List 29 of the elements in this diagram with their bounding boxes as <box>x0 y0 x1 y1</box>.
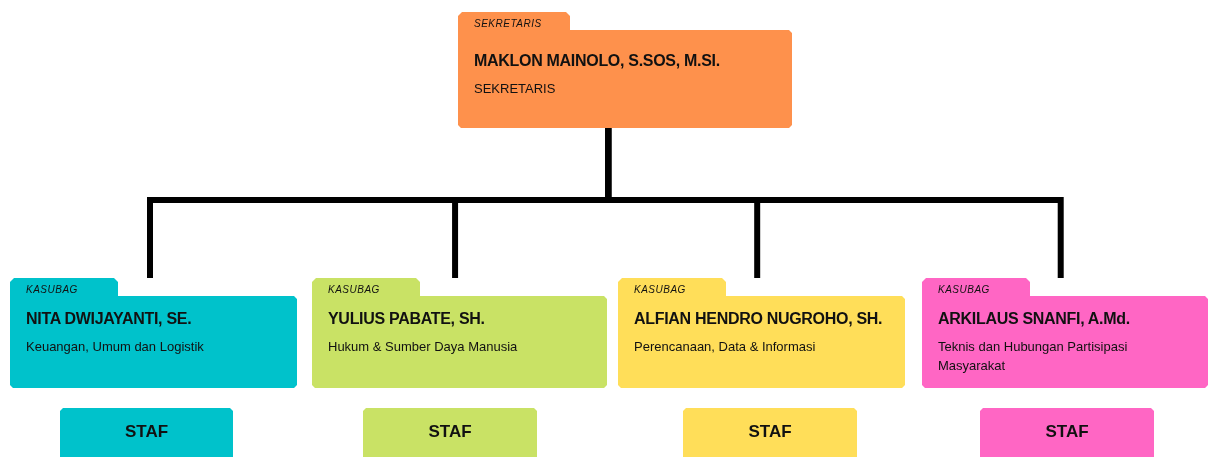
person-name: MAKLON MAINOLO, S.SOS, M.SI. <box>474 52 720 70</box>
staff-box <box>363 408 537 457</box>
department-label: Hukum & Sumber Daya Manusia <box>328 338 519 356</box>
position-card <box>10 278 297 388</box>
position-card <box>922 278 1208 388</box>
role-label: KASUBAG <box>634 284 687 295</box>
person-name: NITA DWIJAYANTI, SE. <box>26 310 192 328</box>
staff-box <box>60 408 233 457</box>
role-label: SEKRETARIS <box>474 18 543 29</box>
department-label: Teknis dan Hubungan Partisipasi Masyarakat <box>938 338 1129 375</box>
staff-label: STAF <box>123 422 170 442</box>
person-name: ARKILAUS SNANFI, A.Md. <box>938 310 1130 328</box>
department-label: Perencanaan, Data & Informasi <box>634 338 817 356</box>
role-label: KASUBAG <box>26 284 79 295</box>
person-name: YULIUS PABATE, SH. <box>328 310 485 328</box>
staff-label: STAF <box>747 422 793 442</box>
connector-line <box>605 128 1064 278</box>
staff-box <box>683 408 857 457</box>
position-card <box>312 278 607 388</box>
position-card <box>618 278 905 388</box>
role-label: KASUBAG <box>328 284 381 295</box>
staff-label: STAF <box>427 422 473 442</box>
role-label: KASUBAG <box>938 284 991 295</box>
staff-label: STAF <box>1044 422 1090 442</box>
department-label: Keuangan, Umum dan Logistik <box>26 338 205 356</box>
staff-box <box>980 408 1154 457</box>
person-name: ALFIAN HENDRO NUGROHO, SH. <box>634 310 883 328</box>
position-card <box>458 12 792 128</box>
department-label: SEKRETARIS <box>474 80 557 98</box>
